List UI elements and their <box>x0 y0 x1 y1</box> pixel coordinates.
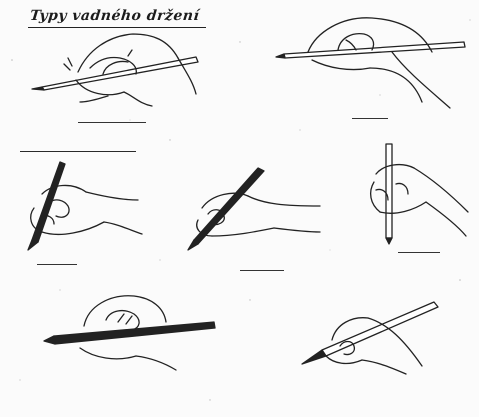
hand-pen-drawing-5 <box>362 144 472 244</box>
grip-illustration-6 <box>40 292 220 372</box>
line-rule <box>20 151 136 152</box>
grip-illustration-7 <box>292 296 452 376</box>
page-title: Typy vadného držení <box>29 8 200 24</box>
caption-5 <box>398 252 440 253</box>
hand-pen-drawing-2 <box>272 12 472 112</box>
grip-illustration-1 <box>28 32 208 112</box>
hand-pen-drawing-6 <box>40 292 220 372</box>
grip-illustration-4 <box>184 162 324 262</box>
grip-illustration-3 <box>20 158 150 258</box>
grip-illustration-5 <box>362 144 472 244</box>
hand-pen-drawing-4 <box>184 162 324 262</box>
caption-1 <box>78 122 146 123</box>
caption-2 <box>352 118 388 119</box>
hand-pen-drawing-1 <box>28 32 208 112</box>
title-underline <box>28 27 206 28</box>
hand-pen-drawing-3 <box>20 158 150 258</box>
caption-3 <box>37 264 77 265</box>
grip-illustration-2 <box>272 12 472 112</box>
caption-4 <box>240 270 284 271</box>
hand-pen-drawing-7 <box>292 296 452 376</box>
